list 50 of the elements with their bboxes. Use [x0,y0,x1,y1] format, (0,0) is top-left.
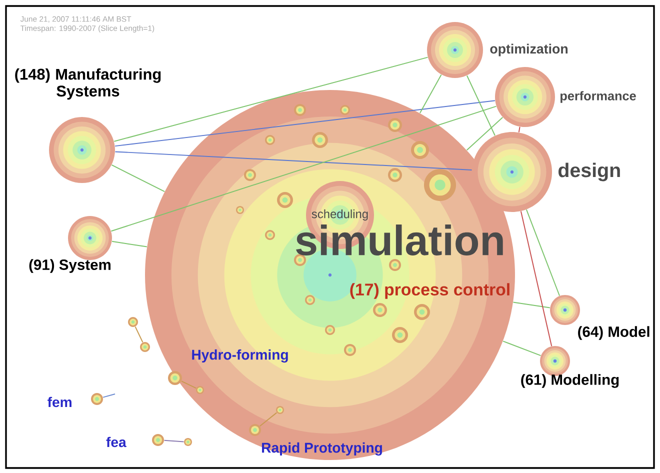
edge-line [502,340,542,356]
network-node [540,346,570,376]
node-label: fea [106,436,126,448]
edge-line [466,75,496,136]
network-node [495,67,555,127]
network-node [184,438,192,446]
edge-line [466,116,504,151]
network-node [152,434,164,446]
network-node [49,117,115,183]
edge-line [164,440,184,442]
edge-line [114,151,472,170]
network-node [196,386,204,394]
edge-line [102,394,116,398]
network-node [427,22,483,78]
edge-line [518,126,520,133]
node-label: Hydro-forming [192,349,288,363]
edge-line [114,100,496,147]
edge-line [512,302,550,308]
network-node [140,342,150,352]
node-label: fem [48,396,72,408]
edge-line [520,210,552,347]
network-node [414,304,430,320]
edge-line [420,74,442,114]
node-label: (148) Manufacturing Systems [15,68,161,100]
network-node [550,295,580,325]
edge-line [114,56,428,142]
network-node [276,406,284,414]
edge-line [259,412,278,427]
node-label: simulation [296,224,503,256]
edge-line [111,164,166,192]
network-node [249,424,261,436]
node-label: Rapid Prototyping [262,442,382,456]
node-label: design [558,162,620,182]
edge-line [112,240,148,248]
edge-line [181,380,197,389]
network-node [145,90,515,460]
node-label: (91) System [29,259,110,273]
node-label: optimization [490,44,568,56]
network-node [91,393,103,405]
edge-line [526,209,560,296]
network-node [68,216,112,260]
network-node [128,317,138,327]
network-node [168,371,182,385]
edge-line [134,326,144,343]
edge-line [110,106,497,232]
node-label: performance [560,91,636,103]
network-node [472,132,552,212]
node-label: (64) Model [578,326,650,340]
node-label: (17) process control [350,283,510,299]
node-label: (61) Modelling [521,374,619,388]
